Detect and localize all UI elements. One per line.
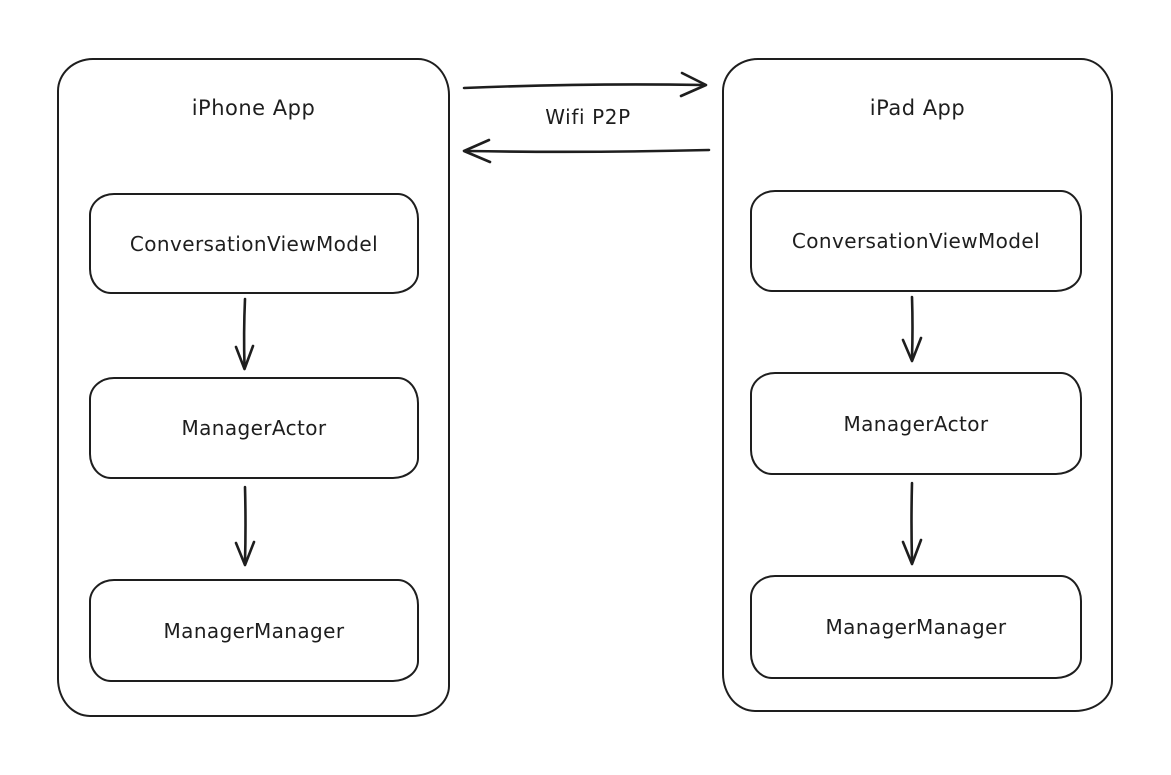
node-label: ManagerManager (825, 615, 1007, 639)
node-manageractor-iphone: ManagerActor (89, 377, 419, 479)
node-manageractor-ipad: ManagerActor (750, 372, 1082, 475)
connection-label: Wifi P2P (539, 105, 637, 129)
panel-title-ipad-app: iPad App (869, 96, 966, 120)
node-label: ConversationViewModel (129, 231, 379, 256)
panel-ipad-app: iPad App ConversationViewModel ManagerAc… (722, 58, 1113, 712)
node-managermanager-iphone: ManagerManager (89, 579, 419, 682)
node-label: ManagerManager (163, 618, 345, 643)
panel-title-iphone-app: iPhone App (191, 96, 316, 120)
panel-iphone-app: iPhone App ConversationViewModel Manager… (57, 58, 450, 717)
node-label: ManagerActor (181, 416, 327, 440)
node-conversationviewmodel-ipad: ConversationViewModel (750, 190, 1082, 292)
wifi-arrow-left-icon (462, 138, 711, 164)
node-managermanager-ipad: ManagerManager (750, 575, 1082, 679)
node-label: ManagerActor (843, 411, 989, 436)
node-label: ConversationViewModel (791, 229, 1041, 253)
wifi-arrow-right-icon (462, 71, 708, 98)
node-conversationviewmodel-iphone: ConversationViewModel (89, 193, 419, 294)
